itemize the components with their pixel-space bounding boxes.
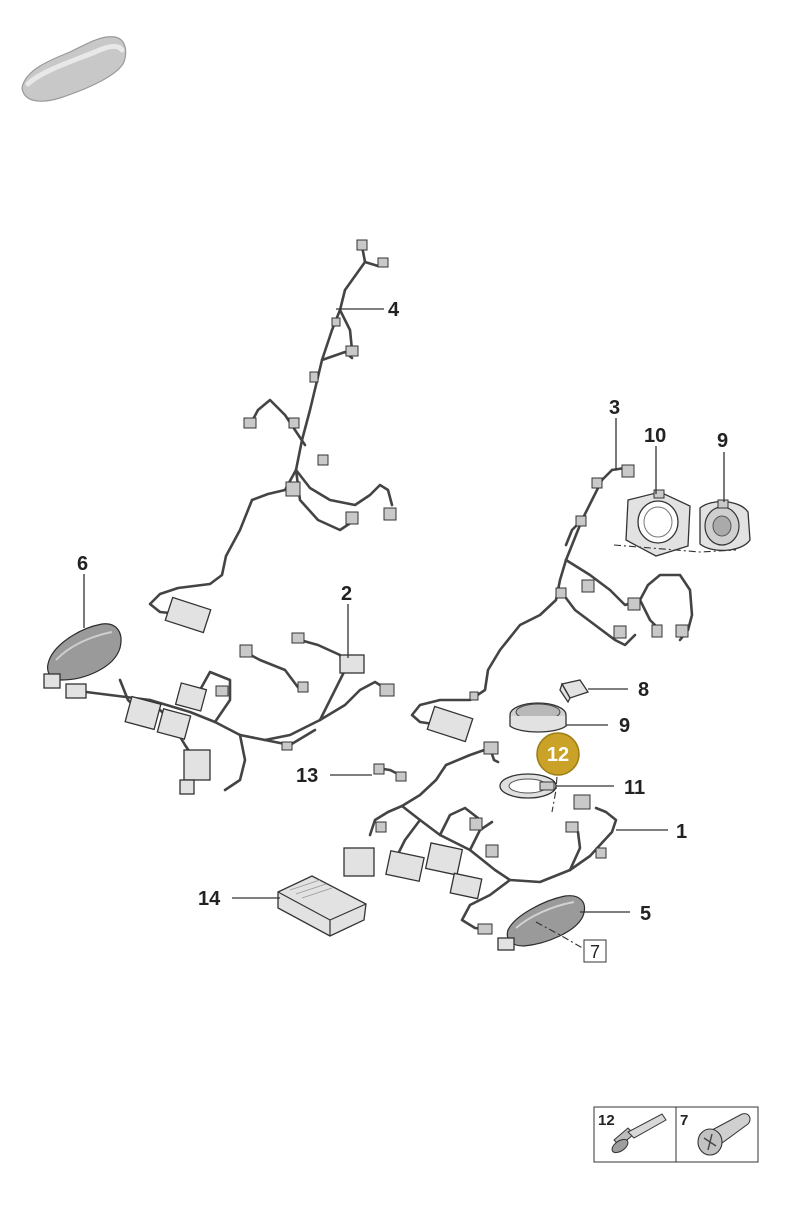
callout-4: 4 xyxy=(388,299,400,321)
fastener-legend: 12 7 xyxy=(593,1106,759,1163)
small-connector-13 xyxy=(373,763,407,782)
speaker-lower xyxy=(509,702,567,733)
callout-12-highlight[interactable]: 12 xyxy=(536,732,580,776)
callout-6: 6 xyxy=(77,553,88,575)
callout-12: 12 xyxy=(547,744,569,766)
legend-label-12: 12 xyxy=(598,1112,615,1129)
leader-lines xyxy=(83,308,725,913)
legend-label-7: 7 xyxy=(680,1112,688,1129)
callout-14: 14 xyxy=(198,888,221,910)
seat-base-harness-left xyxy=(65,632,395,795)
callout-7-box: 7 xyxy=(583,939,607,963)
seat-base-harness-right xyxy=(343,741,618,935)
callout-1: 1 xyxy=(676,821,687,843)
speaker-bracket-ring xyxy=(625,489,691,557)
callout-10: 10 xyxy=(644,425,666,447)
backrest-harness-right xyxy=(410,464,694,743)
callout-9-lower: 9 xyxy=(619,715,630,737)
callout-11: 11 xyxy=(624,777,645,799)
seat-control-panel-left xyxy=(43,623,122,689)
seat-control-panel-right xyxy=(497,895,586,951)
seat-control-unit xyxy=(277,875,367,937)
speaker-upper xyxy=(699,499,751,551)
callout-5: 5 xyxy=(640,903,651,925)
car-silhouette-icon xyxy=(21,36,127,102)
small-module xyxy=(559,679,590,704)
callout-2: 2 xyxy=(341,583,352,605)
backrest-harness-left xyxy=(148,239,397,634)
callout-9-upper: 9 xyxy=(717,430,728,452)
callout-8: 8 xyxy=(638,679,649,701)
axis-line-upper xyxy=(613,544,737,553)
screw-icon xyxy=(697,1113,751,1156)
callout-7: 7 xyxy=(590,942,600,962)
axis-line-lower xyxy=(535,921,587,951)
bolt-icon xyxy=(611,1113,667,1154)
callout-13: 13 xyxy=(296,765,318,787)
speaker-ring-bracket xyxy=(499,773,557,799)
callout-3: 3 xyxy=(609,397,620,419)
